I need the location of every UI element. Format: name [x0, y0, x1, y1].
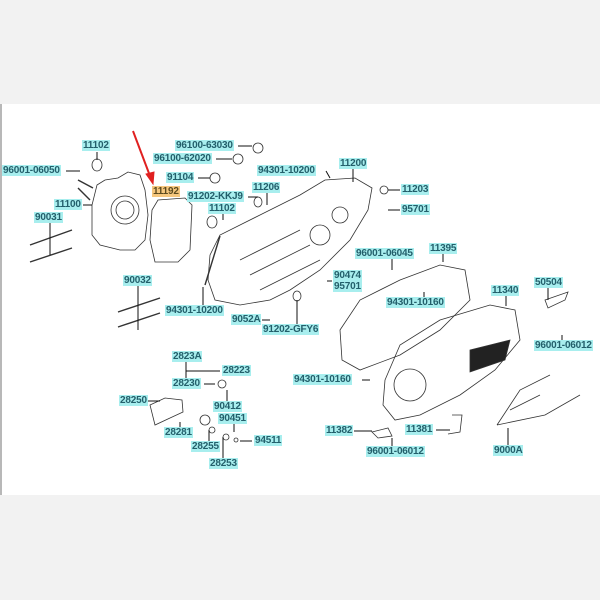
part-label[interactable]: 11381 — [405, 424, 434, 435]
part-label[interactable]: 90031 — [34, 212, 63, 223]
part-label[interactable]: 91104 — [166, 172, 195, 183]
part-label[interactable]: 11206 — [252, 182, 281, 193]
part-label[interactable]: 96100-63030 — [175, 140, 234, 151]
part-label[interactable]: 2823A — [172, 351, 203, 362]
part-label[interactable]: 94301-10200 — [165, 305, 224, 316]
part-label[interactable]: 94511 — [254, 435, 283, 446]
part-label-highlighted[interactable]: 11192 — [152, 186, 180, 197]
brackets — [371, 291, 581, 439]
part-label[interactable]: 28255 — [191, 441, 220, 452]
part-label[interactable]: 11102 — [208, 203, 236, 214]
main-crankcase-11200 — [206, 177, 373, 306]
seals — [209, 142, 389, 302]
part-label[interactable]: 90412 — [213, 401, 242, 412]
studs — [29, 179, 221, 328]
part-label[interactable]: 96001-06012 — [534, 340, 593, 351]
part-label[interactable]: 11382 — [325, 425, 354, 436]
part-label[interactable]: 91202-KKJ9 — [187, 191, 244, 202]
part-label[interactable]: 90032 — [123, 275, 152, 286]
part-label[interactable]: 11395 — [429, 243, 458, 254]
part-label[interactable]: 96001-06012 — [366, 446, 425, 457]
part-label[interactable]: 28230 — [172, 378, 201, 389]
part-label[interactable]: 11102 — [82, 140, 110, 151]
red-arrow-icon — [132, 130, 155, 186]
part-label[interactable]: 9052A — [231, 314, 262, 325]
part-label[interactable]: 11100 — [54, 199, 82, 210]
part-label[interactable]: 90474 — [333, 270, 362, 281]
part-label[interactable]: 90451 — [218, 413, 247, 424]
part-label[interactable]: 96001-06045 — [355, 248, 414, 259]
part-label[interactable]: 95701 — [401, 204, 430, 215]
leader-lines — [49, 145, 563, 459]
part-label[interactable]: 94301-10160 — [293, 374, 352, 385]
part-label[interactable]: 11340 — [491, 285, 520, 296]
part-label[interactable]: 94301-10160 — [386, 297, 445, 308]
part-label[interactable]: 96100-62020 — [153, 153, 212, 164]
part-label[interactable]: 94301-10200 — [257, 165, 316, 176]
cover-gasket-11395 — [339, 264, 471, 371]
part-label[interactable]: 28281 — [164, 427, 193, 438]
part-label[interactable]: 28253 — [209, 458, 238, 469]
part-label[interactable]: 11200 — [339, 158, 368, 169]
part-label[interactable]: 50504 — [534, 277, 563, 288]
belt-cover-11340 — [382, 304, 521, 421]
part-label[interactable]: 96001-06050 — [2, 165, 61, 176]
part-label[interactable]: 11203 — [401, 184, 430, 195]
left-crankcase-11100 — [91, 158, 149, 251]
part-label[interactable]: 28223 — [222, 365, 251, 376]
part-label[interactable]: 28250 — [119, 395, 148, 406]
part-label[interactable]: 91202-GFY6 — [262, 324, 320, 335]
gasket-11192 — [149, 197, 193, 263]
part-label[interactable]: 95701 — [333, 281, 362, 292]
part-label[interactable]: 9000A — [493, 445, 524, 456]
